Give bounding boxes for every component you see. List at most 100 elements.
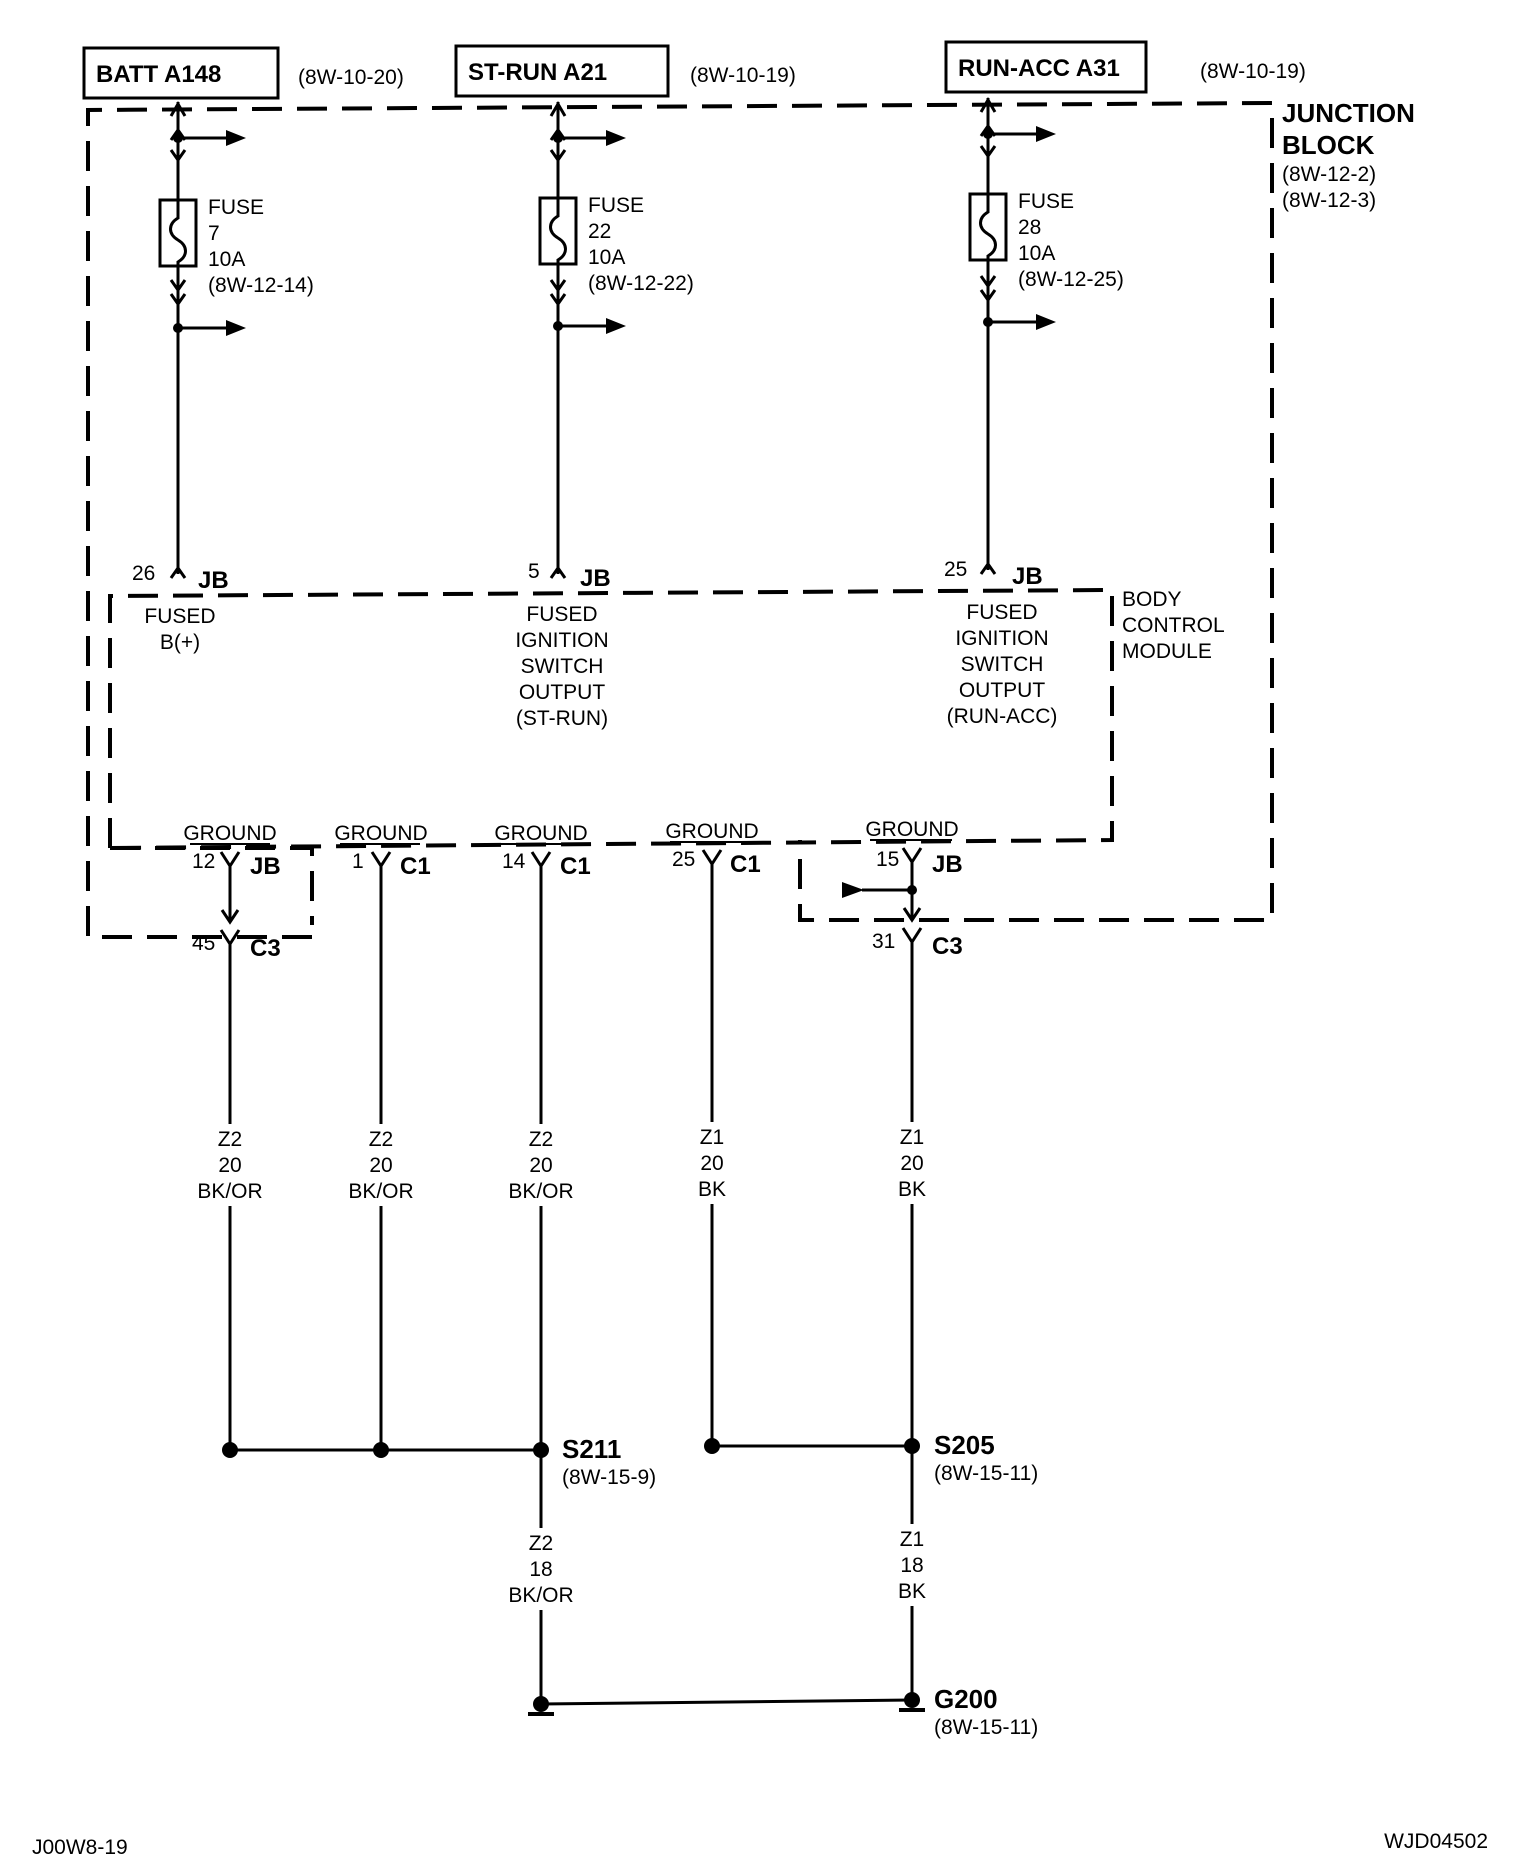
- svg-text:FUSED: FUSED: [526, 603, 597, 626]
- fuse-7-label: FUSE 7 10A (8W-12-14): [208, 196, 314, 297]
- ground-14-c1: GROUND 14 C1: [494, 822, 590, 880]
- svg-text:JB: JB: [198, 567, 229, 594]
- junction-block-ref-1: (8W-12-2): [1282, 163, 1376, 186]
- svg-text:(8W-15-9): (8W-15-9): [562, 1466, 656, 1489]
- svg-text:BK: BK: [898, 1580, 926, 1603]
- svg-text:C1: C1: [400, 853, 431, 880]
- wire-label-2: Z2 20 BK/OR: [348, 1124, 414, 1206]
- svg-text:GROUND: GROUND: [494, 822, 587, 845]
- source-ref: (8W-10-19): [1200, 60, 1306, 83]
- bcm-label-2: CONTROL: [1122, 614, 1225, 637]
- svg-text:JB: JB: [250, 853, 281, 880]
- svg-text:Z2: Z2: [369, 1128, 394, 1151]
- svg-text:15: 15: [876, 848, 899, 871]
- svg-text:10A: 10A: [1018, 242, 1055, 265]
- svg-text:C1: C1: [560, 853, 591, 880]
- bcm-input-5: 5 JB FUSED IGNITION SWITCH OUTPUT (ST-RU…: [515, 560, 610, 730]
- ground-15-jb: GROUND 15 JB: [842, 818, 963, 923]
- svg-text:GROUND: GROUND: [183, 822, 276, 845]
- source-ref: (8W-10-19): [690, 64, 796, 87]
- svg-text:FUSED: FUSED: [966, 601, 1037, 624]
- junction-block-label-2: BLOCK: [1282, 130, 1375, 160]
- svg-text:Z2: Z2: [529, 1532, 554, 1555]
- svg-text:22: 22: [588, 220, 611, 243]
- source-st-run-a21: ST-RUN A21 (8W-10-19): [454, 44, 796, 98]
- junction-block-ref-2: (8W-12-3): [1282, 189, 1376, 212]
- bcm-label-1: BODY: [1122, 588, 1182, 611]
- ground-g200: G200 (8W-15-11): [528, 1684, 1038, 1739]
- wire-label-6: Z2 18 BK/OR: [508, 1528, 574, 1610]
- svg-text:JB: JB: [580, 565, 611, 592]
- svg-text:(8W-12-14): (8W-12-14): [208, 274, 314, 297]
- svg-text:C1: C1: [730, 851, 761, 878]
- footer-right-code: WJD04502: [1384, 1830, 1488, 1853]
- svg-text:BK/OR: BK/OR: [348, 1180, 413, 1203]
- fuse-28-label: FUSE 28 10A (8W-12-25): [1018, 190, 1124, 291]
- bcm-input-25: 25 JB FUSED IGNITION SWITCH OUTPUT (RUN-…: [944, 558, 1057, 728]
- svg-text:JB: JB: [932, 851, 963, 878]
- svg-text:BK/OR: BK/OR: [197, 1180, 262, 1203]
- fuse-22-label: FUSE 22 10A (8W-12-22): [588, 194, 694, 295]
- svg-text:20: 20: [900, 1152, 923, 1175]
- svg-text:20: 20: [369, 1154, 392, 1177]
- svg-text:(8W-12-22): (8W-12-22): [588, 272, 694, 295]
- wire-label-3: Z2 20 BK/OR: [508, 1124, 574, 1206]
- splice-s211: S211 (8W-15-9): [222, 1434, 656, 1489]
- svg-text:BK/OR: BK/OR: [508, 1180, 573, 1203]
- svg-text:7: 7: [208, 222, 220, 245]
- svg-text:G200: G200: [934, 1684, 998, 1714]
- svg-text:26: 26: [132, 562, 155, 585]
- svg-text:GROUND: GROUND: [334, 822, 427, 845]
- svg-text:20: 20: [529, 1154, 552, 1177]
- svg-text:10A: 10A: [588, 246, 625, 269]
- svg-text:FUSE: FUSE: [1018, 190, 1074, 213]
- svg-text:5: 5: [528, 560, 540, 583]
- svg-text:14: 14: [502, 850, 526, 873]
- feed-column-1: [158, 101, 246, 579]
- svg-text:C3: C3: [250, 935, 281, 962]
- svg-text:(8W-15-11): (8W-15-11): [934, 1462, 1038, 1485]
- wire-label-4: Z1 20 BK: [690, 1122, 734, 1204]
- source-name: RUN-ACC A31: [958, 55, 1120, 82]
- svg-text:IGNITION: IGNITION: [955, 627, 1048, 650]
- svg-text:1: 1: [352, 850, 364, 873]
- svg-text:GROUND: GROUND: [865, 818, 958, 841]
- source-name: ST-RUN A21: [468, 59, 607, 86]
- svg-text:Z2: Z2: [529, 1128, 554, 1151]
- feed-column-3: [968, 97, 1056, 575]
- svg-text:20: 20: [218, 1154, 241, 1177]
- svg-text:S205: S205: [934, 1430, 995, 1460]
- source-batt-a148: BATT A148 (8W-10-20): [82, 46, 404, 100]
- svg-text:GROUND: GROUND: [665, 820, 758, 843]
- svg-text:SWITCH: SWITCH: [961, 653, 1044, 676]
- svg-text:20: 20: [700, 1152, 723, 1175]
- source-name: BATT A148: [96, 61, 221, 88]
- junction-block-label-1: JUNCTION: [1282, 98, 1415, 128]
- ground-12-jb: GROUND 12 JB: [183, 822, 281, 925]
- svg-text:Z1: Z1: [700, 1126, 725, 1149]
- svg-text:FUSE: FUSE: [208, 196, 264, 219]
- svg-text:JB: JB: [1012, 563, 1043, 590]
- svg-text:12: 12: [192, 850, 215, 873]
- svg-text:45: 45: [192, 932, 215, 955]
- svg-text:IGNITION: IGNITION: [515, 629, 608, 652]
- svg-text:28: 28: [1018, 216, 1041, 239]
- svg-text:OUTPUT: OUTPUT: [959, 679, 1046, 702]
- svg-text:B(+): B(+): [160, 631, 200, 654]
- svg-text:31: 31: [872, 930, 895, 953]
- svg-text:(8W-15-11): (8W-15-11): [934, 1716, 1038, 1739]
- svg-text:OUTPUT: OUTPUT: [519, 681, 606, 704]
- svg-text:25: 25: [944, 558, 967, 581]
- source-run-acc-a31: RUN-ACC A31 (8W-10-19): [944, 40, 1306, 94]
- ground-25-c1: GROUND 25 C1: [665, 820, 760, 878]
- svg-text:Z2: Z2: [218, 1128, 243, 1151]
- svg-text:(ST-RUN): (ST-RUN): [516, 707, 608, 730]
- svg-text:FUSE: FUSE: [588, 194, 644, 217]
- feed-column-2: [538, 101, 626, 579]
- svg-text:C3: C3: [932, 933, 963, 960]
- bcm-label-3: MODULE: [1122, 640, 1212, 663]
- c3-pin-31: 31 C3: [872, 927, 963, 960]
- source-ref: (8W-10-20): [298, 66, 404, 89]
- svg-text:18: 18: [529, 1558, 552, 1581]
